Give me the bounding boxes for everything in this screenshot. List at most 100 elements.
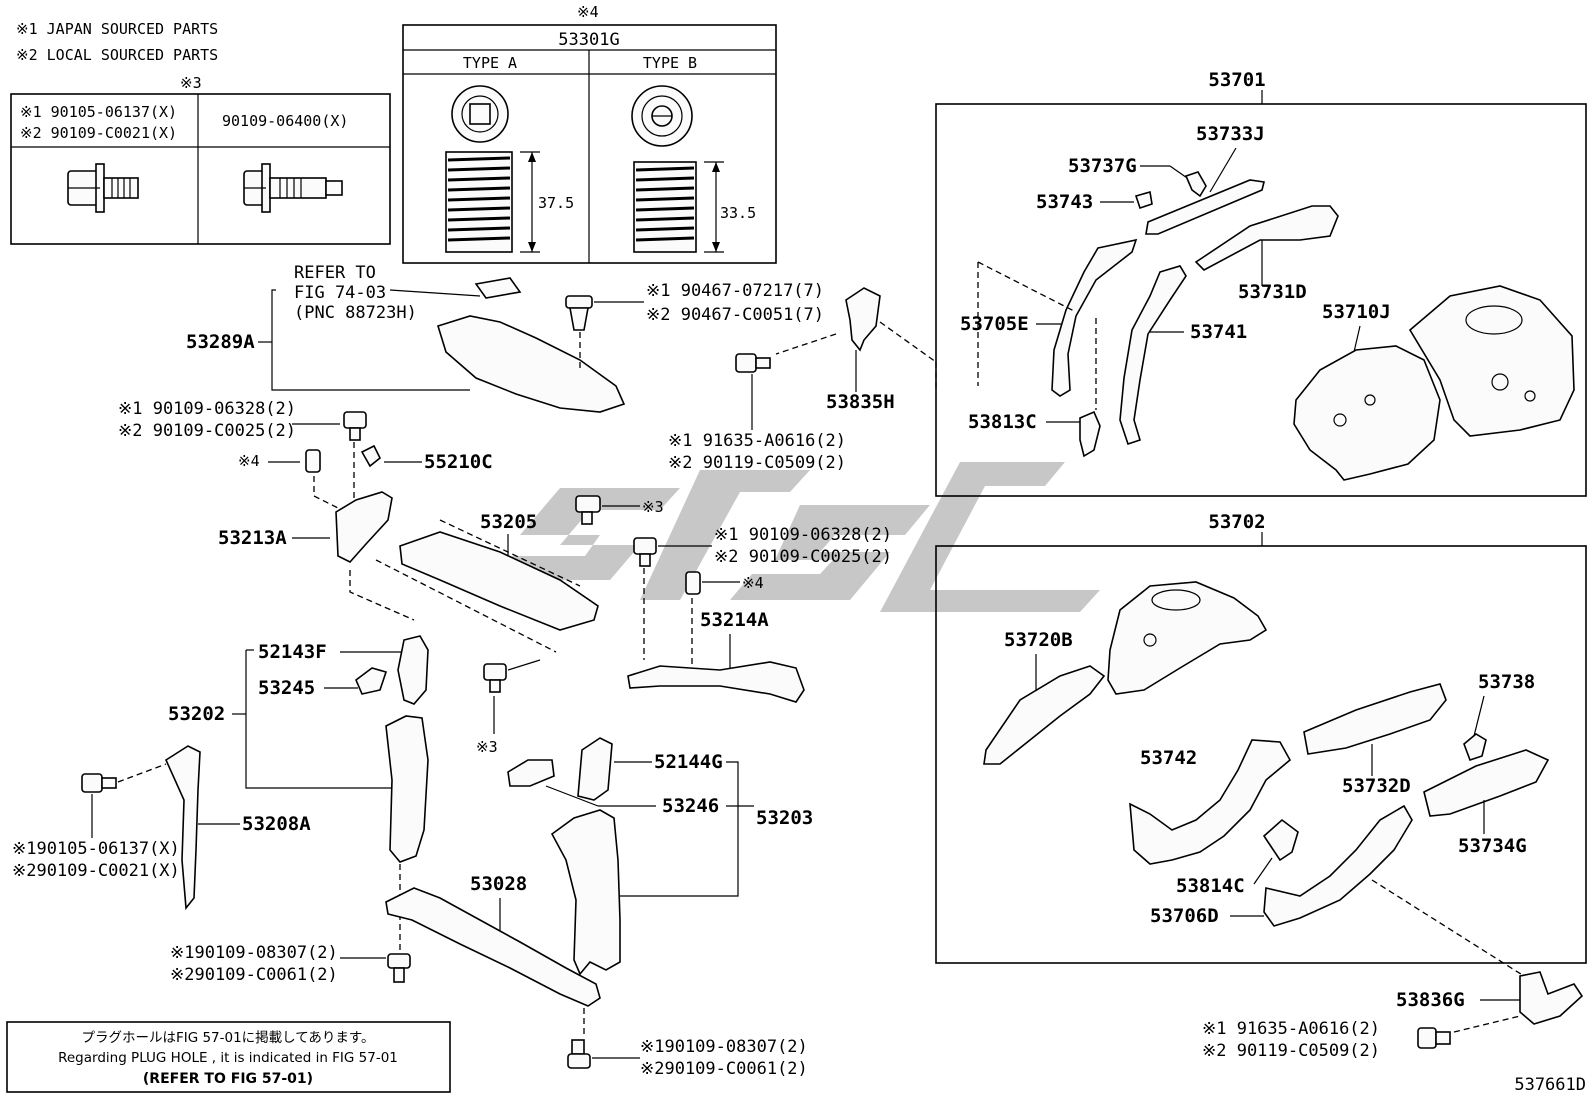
bolt-table: ※1 90105-06137(X) ※2 90109-C0021(X) 9010…	[10, 93, 391, 245]
part-53710J-apron	[1408, 285, 1575, 437]
label-53734G: 53734G	[1458, 835, 1527, 857]
label-55210C: 55210C	[424, 451, 493, 473]
callout-c1-l1: ※1 90467-07217(7)	[646, 281, 824, 301]
part-53705E	[1051, 238, 1138, 397]
nut-type-b: TYPE B	[643, 54, 697, 72]
label-53738: 53738	[1478, 671, 1535, 693]
nut-table-mark: ※4	[577, 3, 599, 21]
flange-bolt-icon	[67, 163, 139, 213]
label-53836G: 53836G	[1396, 989, 1465, 1011]
callout-c6-l1: ※190109-08307(2)	[170, 943, 338, 963]
plug-hole-note-jp: プラグホールはFIG 57-01に掲載してあります。	[81, 1030, 374, 1046]
group-53701-box	[935, 103, 1587, 497]
part-53720B	[983, 665, 1106, 765]
plug-hole-note-refer: (REFER TO FIG 57-01)	[143, 1071, 313, 1087]
part-53734G	[1423, 749, 1550, 817]
label-53208A: 53208A	[242, 813, 311, 835]
part-53710J-inner	[1293, 345, 1441, 481]
nut-53301g-center-icon	[685, 571, 701, 595]
mark-3-top: ※3	[642, 498, 664, 516]
refer-line2: FIG 74-03	[294, 283, 386, 303]
part-53208A	[164, 745, 201, 911]
bolt-91635-upper-icon	[735, 353, 771, 373]
label-53835H: 53835H	[826, 391, 895, 413]
callout-c5-l1: ※190105-06137(X)	[12, 839, 180, 859]
refer-line1: REFER TO	[294, 263, 376, 283]
bolt-table-mark: ※3	[180, 74, 202, 92]
label-53813C: 53813C	[968, 411, 1037, 433]
plug-hole-note-box	[6, 1021, 451, 1093]
part-53733J	[1145, 179, 1265, 235]
callout-c7-l2: ※290109-C0061(2)	[640, 1059, 808, 1079]
part-53813C	[1079, 410, 1101, 458]
nut-type-b-side-icon	[633, 161, 724, 253]
figure-id: 537661D	[1514, 1075, 1586, 1095]
part-53213A	[335, 491, 393, 563]
label-53028: 53028	[470, 873, 527, 895]
part-53731D	[1194, 205, 1339, 271]
part-53741	[1119, 265, 1187, 446]
plug-hole-note-en: Regarding PLUG HOLE , it is indicated in…	[58, 1050, 398, 1066]
nut-53301g-left-icon	[305, 449, 321, 473]
label-53742: 53742	[1140, 747, 1197, 769]
legend-japan-sourced: ※1 JAPAN SOURCED PARTS	[16, 20, 218, 38]
part-53245	[355, 667, 388, 695]
watermark-logo	[490, 462, 1100, 612]
bolt-3-top-icon	[575, 495, 601, 525]
bolt-90105-left-icon	[81, 773, 117, 793]
stud-bolt-icon	[243, 163, 343, 213]
label-53705E: 53705E	[960, 313, 1029, 335]
group-53701-label: 53701	[1208, 69, 1265, 91]
label-52143F: 52143F	[258, 641, 327, 663]
bolt-common-part: 90109-06400(X)	[222, 112, 348, 130]
mark-4-left: ※4	[238, 452, 260, 470]
part-53214A	[627, 661, 805, 703]
part-53732D	[1303, 683, 1447, 755]
bolt-japan-part: ※1 90105-06137(X)	[20, 103, 177, 121]
part-53814C	[1262, 818, 1299, 862]
label-53245: 53245	[258, 677, 315, 699]
refer-line3: (PNC 88723H)	[294, 303, 417, 323]
part-88723H-plate	[474, 277, 522, 299]
label-53205: 53205	[480, 511, 537, 533]
label-53289A: 53289A	[186, 331, 255, 353]
label-53246: 53246	[662, 795, 719, 817]
label-52144G: 52144G	[654, 751, 723, 773]
label-53720B: 53720B	[1004, 629, 1073, 651]
callout-c7-l1: ※190109-08307(2)	[640, 1037, 808, 1057]
group-53702-label: 53702	[1208, 511, 1265, 533]
part-53028	[385, 887, 601, 1007]
bolt-90109-08307-left-icon	[387, 953, 411, 983]
label-53710J: 53710J	[1322, 301, 1391, 323]
callout-c4-l2: ※2 90109-C0025(2)	[714, 547, 892, 567]
nut-table: 53301G TYPE A TYPE B 37.5	[402, 24, 777, 264]
callout-c1-l2: ※2 90467-C0051(7)	[646, 305, 824, 325]
nut-table-title: 53301G	[558, 30, 619, 50]
callout-c3-l1: ※1 91635-A0616(2)	[668, 431, 846, 451]
callout-c6-l2: ※290109-C0061(2)	[170, 965, 338, 985]
nut-type-a-length: 37.5	[538, 194, 574, 212]
group-53702-box	[935, 545, 1587, 964]
nut-type-a: TYPE A	[463, 54, 517, 72]
part-52144G	[577, 737, 613, 801]
part-53737G	[1184, 171, 1207, 198]
mark-4-center: ※4	[742, 574, 764, 592]
callout-c2-l1: ※1 90109-06328(2)	[118, 399, 296, 419]
bolt-90109-08307-bottom-icon	[567, 1039, 591, 1069]
part-52143F	[397, 635, 429, 705]
part-53720B-apron	[1107, 581, 1268, 695]
label-53202: 53202	[168, 703, 225, 725]
part-53246	[507, 759, 555, 787]
part-53835H	[845, 287, 881, 352]
bolt-3-bottom-icon	[483, 663, 507, 693]
bolt-91635-lower-icon	[1417, 1027, 1451, 1049]
legend-local-sourced: ※2 LOCAL SOURCED PARTS	[16, 46, 218, 64]
label-53743: 53743	[1036, 191, 1093, 213]
part-53203	[550, 809, 621, 976]
clip-90467-icon	[565, 295, 593, 331]
label-53706D: 53706D	[1150, 905, 1219, 927]
label-53741: 53741	[1190, 321, 1247, 343]
callout-c8-l2: ※2 90119-C0509(2)	[1202, 1041, 1380, 1061]
label-53213A: 53213A	[218, 527, 287, 549]
